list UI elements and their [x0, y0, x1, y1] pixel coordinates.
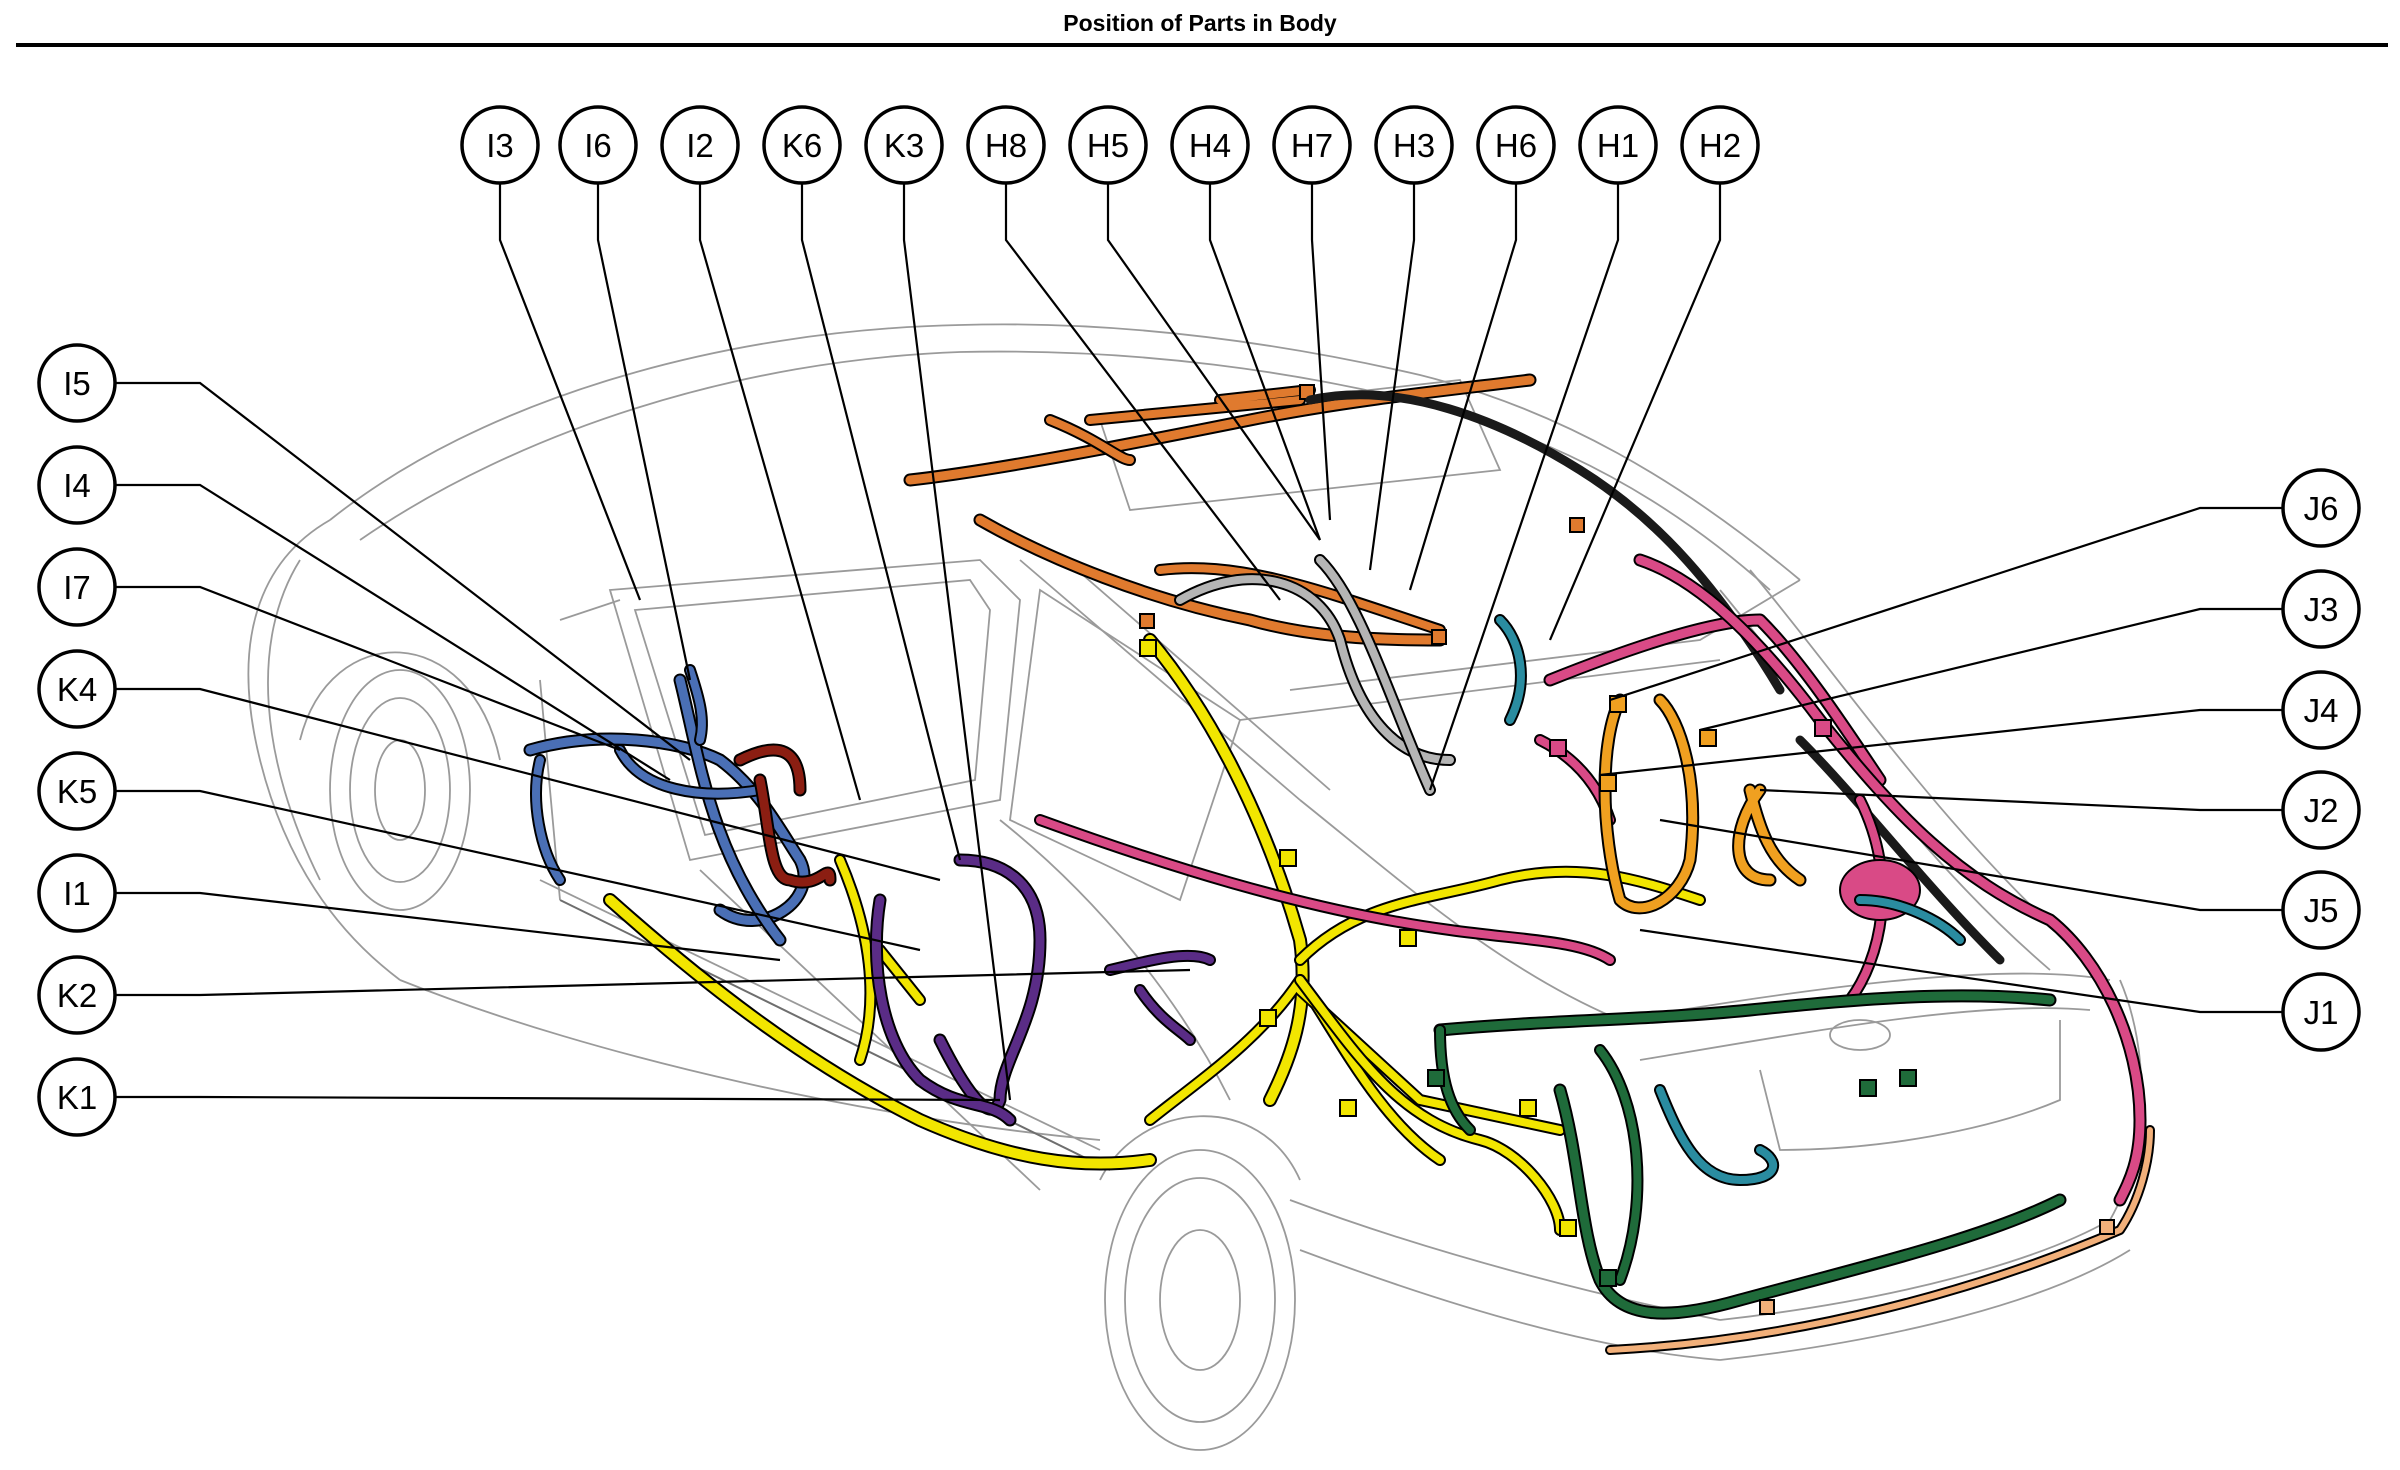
callout-label: K5	[57, 773, 97, 810]
callout-label: H3	[1393, 127, 1435, 164]
callout-I5[interactable]: I5	[37, 343, 117, 423]
callout-J6[interactable]: J6	[2281, 468, 2361, 548]
callout-label: K2	[57, 977, 97, 1014]
callout-J2[interactable]: J2	[2281, 770, 2361, 850]
callout-label: J1	[2304, 994, 2339, 1031]
antenna-harness	[1174, 554, 1456, 796]
callout-label: I4	[63, 467, 91, 504]
callout-label: H8	[985, 127, 1027, 164]
callout-label: I2	[686, 127, 714, 164]
callout-label: J3	[2304, 591, 2339, 628]
callout-K2[interactable]: K2	[37, 955, 117, 1035]
callout-H6[interactable]: H6	[1476, 105, 1556, 185]
callout-label: K1	[57, 1079, 97, 1116]
callout-label: H6	[1495, 127, 1537, 164]
floor-harness	[603, 633, 1706, 1237]
callout-J5[interactable]: J5	[2281, 870, 2361, 950]
callout-K5[interactable]: K5	[37, 751, 117, 831]
callout-label: I6	[584, 127, 612, 164]
callout-label: K3	[884, 127, 924, 164]
callout-label: K4	[57, 671, 97, 708]
callout-label: H7	[1291, 127, 1333, 164]
trunk-harness	[1598, 693, 1807, 915]
callout-I2[interactable]: I2	[660, 105, 740, 185]
callout-label: J6	[2304, 490, 2339, 527]
callout-H8[interactable]: H8	[966, 105, 1046, 185]
title-rule	[16, 43, 2388, 47]
callout-H2[interactable]: H2	[1680, 105, 1760, 185]
callout-J3[interactable]: J3	[2281, 569, 2361, 649]
callout-label: J4	[2304, 692, 2339, 729]
bumper-harness	[1605, 1125, 2155, 1355]
callout-label: H1	[1597, 127, 1639, 164]
callout-H5[interactable]: H5	[1068, 105, 1148, 185]
callout-I4[interactable]: I4	[37, 445, 117, 525]
callout-K6[interactable]: K6	[762, 105, 842, 185]
callout-label: H4	[1189, 127, 1231, 164]
page-title: Position of Parts in Body	[1063, 10, 1337, 36]
callout-K1[interactable]: K1	[37, 1057, 117, 1137]
rear-green-harness	[1427, 989, 2067, 1320]
leader-lines	[115, 173, 2283, 1102]
callout-I1[interactable]: I1	[37, 853, 117, 933]
callout-J4[interactable]: J4	[2281, 670, 2361, 750]
callout-label: J2	[2304, 792, 2339, 829]
callout-label: I3	[486, 127, 514, 164]
callout-H4[interactable]: H4	[1170, 105, 1250, 185]
rear-door-harness	[869, 853, 1216, 1127]
callout-K3[interactable]: K3	[864, 105, 944, 185]
callout-label: I1	[63, 875, 91, 912]
callout-H3[interactable]: H3	[1374, 105, 1454, 185]
rear-teal-harness	[1494, 614, 1966, 1186]
callout-I7[interactable]: I7	[37, 547, 117, 627]
door-red-harness	[733, 743, 837, 889]
callout-label: K6	[782, 127, 822, 164]
callout-H1[interactable]: H1	[1578, 105, 1658, 185]
roof-harness	[903, 373, 1585, 647]
callout-label: I5	[63, 365, 91, 402]
callout-H7[interactable]: H7	[1272, 105, 1352, 185]
callout-label: J5	[2304, 892, 2339, 929]
callout-J1[interactable]: J1	[2281, 972, 2361, 1052]
callout-I6[interactable]: I6	[558, 105, 638, 185]
callout-I3[interactable]: I3	[460, 105, 540, 185]
rear-pink-harness	[1034, 553, 2147, 1207]
callout-label: H2	[1699, 127, 1741, 164]
callout-label: I7	[63, 569, 91, 606]
callout-label: H5	[1087, 127, 1129, 164]
callout-K4[interactable]: K4	[37, 649, 117, 729]
